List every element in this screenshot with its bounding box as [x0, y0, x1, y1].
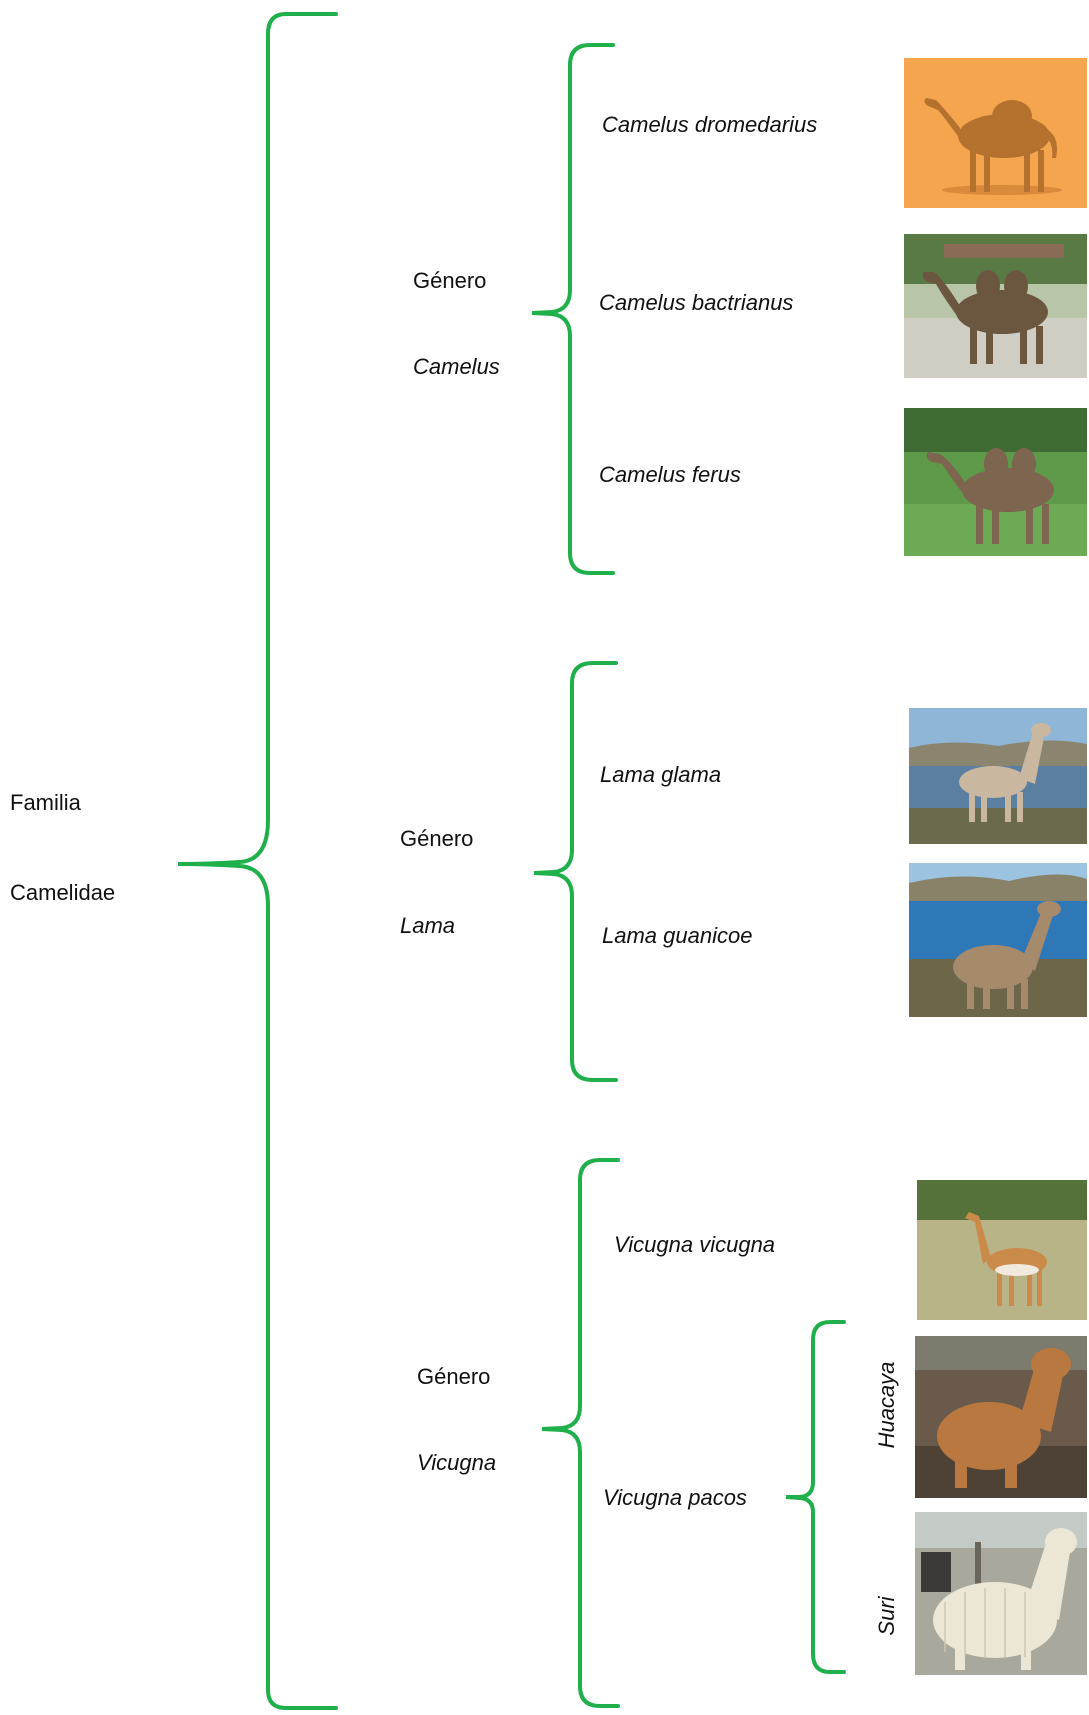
- genus-name-vicugna: Vicugna: [417, 1450, 497, 1475]
- bactrian-camel-photo: [904, 234, 1087, 378]
- species-camelus-bactrianus: Camelus bactrianus: [599, 290, 794, 315]
- vicugna-brace: [541, 1158, 620, 1708]
- pacos-brace: [785, 1320, 846, 1674]
- guanaco-photo: [909, 863, 1087, 1017]
- species-camelus-ferus: Camelus ferus: [599, 462, 741, 487]
- family-name-label: Camelidae: [10, 880, 116, 905]
- vicuna-photo: [917, 1180, 1087, 1320]
- lama-brace: [533, 661, 618, 1082]
- breed-huacaya-label: Huacaya: [874, 1361, 899, 1449]
- species-vicugna-vicugna: Vicugna vicugna: [614, 1232, 776, 1257]
- species-vicugna-pacos: Vicugna pacos: [603, 1485, 747, 1510]
- genus-name-lama: Lama: [400, 913, 456, 938]
- species-lama-guanicoe: Lama guanicoe: [602, 923, 753, 948]
- genus-rank-label: Género: [417, 1364, 491, 1389]
- genus-rank-label: Género: [400, 826, 474, 851]
- species-lama-glama: Lama glama: [600, 762, 722, 787]
- huacaya-alpaca-photo: [915, 1336, 1087, 1498]
- camelus-brace: [531, 43, 615, 575]
- genus-rank-label: Género: [413, 268, 487, 293]
- species-camelus-dromedarius: Camelus dromedarius: [602, 112, 818, 137]
- suri-alpaca-photo: [915, 1512, 1087, 1675]
- wild-camel-photo: [904, 408, 1087, 556]
- family-rank-label: Familia: [10, 790, 81, 815]
- breed-suri-label: Suri: [874, 1596, 899, 1636]
- llama-photo: [909, 708, 1087, 844]
- dromedary-photo: [904, 58, 1087, 208]
- family-brace: [177, 12, 338, 1710]
- genus-name-camelus: Camelus: [413, 354, 500, 379]
